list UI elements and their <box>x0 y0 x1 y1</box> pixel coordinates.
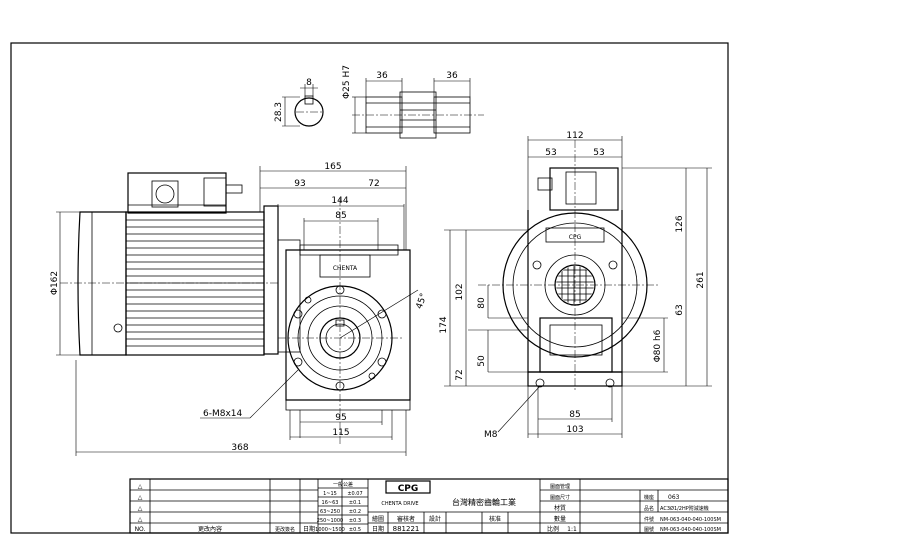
role-approve: 核准 <box>489 515 501 523</box>
tol-value-2: ±0.1 <box>349 500 361 506</box>
shaft-right-length: 36 <box>446 71 458 81</box>
front-total-height: 261 <box>696 271 706 288</box>
side-angle-label: 45° <box>415 292 430 310</box>
tol-value-3: ±0.2 <box>349 509 361 515</box>
side-top-total: 165 <box>324 162 341 172</box>
tolerance-title: 一般公差 <box>333 481 353 488</box>
change-content-label: 更改內容 <box>198 525 222 533</box>
tol-range-1: 1~15 <box>323 491 337 497</box>
side-view: CHENTA 45° 368 Φ162 <box>50 162 430 456</box>
logo-text: CPG <box>398 484 419 494</box>
tol-value-4: ±0.3 <box>349 518 361 524</box>
name-value: AC3Ø1/2HP附減速機 <box>660 505 709 512</box>
front-logo: CPG <box>569 234 582 241</box>
front-top-left: 53 <box>545 148 556 158</box>
part-no-value: NM-063-040-040-100SM <box>660 517 721 523</box>
side-flange-width: 144 <box>331 196 348 206</box>
company-logo <box>385 480 431 494</box>
rev-mark-2: △ <box>138 494 143 501</box>
rev-mark-4: △ <box>138 516 143 523</box>
tol-range-3: 63~250 <box>320 509 340 515</box>
logo-sub: CHENTA DRIVE <box>381 501 418 507</box>
gearbox-logo-small: CHENTA <box>333 265 358 272</box>
name-label: 品名 <box>644 505 654 512</box>
side-bolt-callout: 6-M8x14 <box>203 409 243 419</box>
side-top-right: 72 <box>368 179 379 189</box>
side-base-inner: 95 <box>335 413 346 423</box>
tol-value-1: ±0.07 <box>347 491 362 497</box>
title-block: △ △ △ △ NO. 更改內容 更改簽名 日期 一般公差 1~15 ±0.07… <box>129 478 729 534</box>
cooling-fins <box>126 219 264 347</box>
role-draw: 繪圖 <box>372 515 384 523</box>
drawing-no-value: NM-063-040-040-100SM <box>660 527 721 533</box>
side-top-left: 93 <box>294 179 305 189</box>
tol-value-5: ±0.5 <box>349 527 361 533</box>
motor-diameter-label: Φ162 <box>50 271 60 295</box>
part-no-label: 件號 <box>644 516 654 523</box>
key-width-label: 8 <box>306 78 312 88</box>
key-height-label: 28.3 <box>274 102 284 122</box>
tol-range-5: 1000~1500 <box>315 527 345 533</box>
drawing-border <box>10 42 729 534</box>
qty-label: 數量 <box>554 515 566 523</box>
front-base-inner: 85 <box>569 410 580 420</box>
material-label: 材質 <box>554 504 566 512</box>
front-flange-dia: Φ80 h6 <box>653 329 663 362</box>
front-base-outer: 103 <box>566 425 583 435</box>
date-value: 881221 <box>393 525 420 533</box>
front-height-72: 72 <box>455 369 465 380</box>
role-date: 日期 <box>372 525 384 533</box>
no-label: NO. <box>135 526 146 533</box>
front-height-102: 102 <box>455 283 465 300</box>
tol-range-2: 16~63 <box>322 500 339 506</box>
role-check: 審核者 <box>397 515 415 523</box>
doc-label-1: 圖面管理 <box>550 483 570 490</box>
rev-mark-1: △ <box>138 483 143 490</box>
front-top-right: 53 <box>593 148 604 158</box>
front-height-80: 80 <box>477 297 487 309</box>
scale-value: 1:1 <box>567 526 577 533</box>
frame-label: 機座 <box>644 494 654 501</box>
doc-label-2: 圖面尺寸 <box>550 494 570 501</box>
scale-label: 比例 <box>547 525 559 533</box>
front-bolt-callout: M8 <box>484 430 498 440</box>
front-view: CPG 112 53 53 261 126 63 Φ80 h6 <box>439 131 712 440</box>
change-sign-label: 更改簽名 <box>275 526 295 533</box>
front-lower-63: 63 <box>675 304 685 315</box>
front-height-174: 174 <box>439 316 449 333</box>
shaft-detail: 8 28.3 36 36 Φ25 H7 <box>274 65 484 139</box>
side-base-outer: 115 <box>332 428 349 438</box>
bore-label: Φ25 H7 <box>342 65 352 99</box>
overall-length-label: 368 <box>231 443 248 453</box>
drawing-no-label: 圖號 <box>644 526 654 533</box>
rev-mark-3: △ <box>138 505 143 512</box>
frame-value: 063 <box>668 494 680 501</box>
front-height-upper: 126 <box>675 215 685 232</box>
shaft-left-length: 36 <box>376 71 388 81</box>
front-top-total: 112 <box>566 131 583 141</box>
side-inner-width: 85 <box>335 211 346 221</box>
company-name: 台灣精密齒輪工業 <box>452 497 516 507</box>
role-design: 設計 <box>429 515 441 523</box>
front-height-50: 50 <box>477 355 487 367</box>
tol-range-4: 250~1000 <box>317 518 343 524</box>
change-date-label: 日期 <box>303 525 315 533</box>
